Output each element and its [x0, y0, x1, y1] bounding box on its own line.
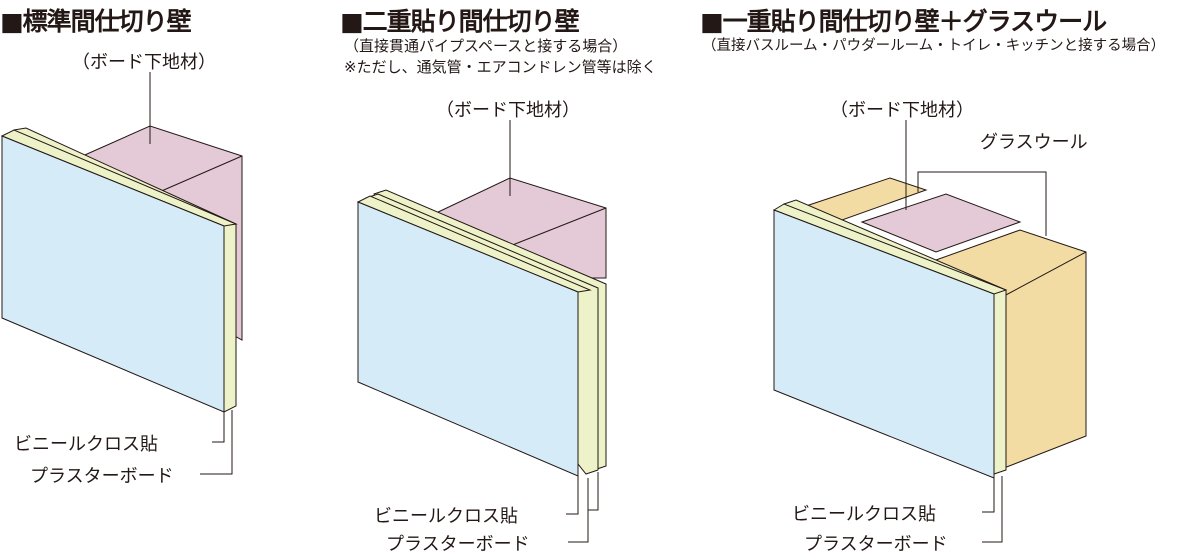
panel-standard-partition: ■標準間仕切り壁 （ボード下地材） ビニールクロス貼 プラスターボード [0, 0, 340, 553]
panel-title: ■標準間仕切り壁 [0, 7, 192, 36]
leader-plaster-2 [588, 472, 599, 511]
label-plaster: プラスターボード [804, 534, 948, 555]
panel-title: ■二重貼り間仕切り壁 [340, 7, 580, 36]
leader-vinyl [982, 478, 995, 513]
label-stud: （ボード下地材） [436, 100, 580, 121]
label-stud: （ボード下地材） [830, 100, 974, 121]
label-vinyl: ビニールクロス貼 [792, 504, 936, 525]
label-plaster: プラスターボード [30, 466, 174, 487]
panel-double-board-partition: ■二重貼り間仕切り壁 （直接貫通パイプスペースと接する場合） ※ただし、通気管・… [340, 0, 700, 555]
diagram-standard-partition [0, 72, 243, 475]
label-plaster: プラスターボード [386, 534, 530, 555]
leader-plaster [982, 476, 1003, 543]
label-stud: （ボード下地材） [72, 52, 216, 73]
note-1: （直接バスルーム・パウダールーム・トイレ・キッチンと接する場合） [702, 38, 1166, 54]
stud-block-edge [509, 207, 607, 247]
panel-single-board-glasswool-partition: ■一重貼り間仕切り壁＋グラスウール （直接バスルーム・パウダールーム・トイレ・キ… [700, 0, 1200, 555]
stud-block-edge [149, 155, 243, 197]
note-2: ※ただし、通気管・エアコンドレン管等は除く [344, 58, 657, 76]
leader-vinyl [566, 476, 579, 515]
label-vinyl: ビニールクロス貼 [14, 434, 158, 455]
leader-vinyl [212, 412, 225, 443]
label-vinyl: ビニールクロス貼 [374, 506, 518, 527]
panel-title: ■一重貼り間仕切り壁＋グラスウール [700, 7, 1107, 36]
note-1: （直接貫通パイプスペースと接する場合） [344, 37, 628, 55]
leader-plaster [200, 410, 233, 475]
glasswool-block-edge [1003, 251, 1087, 297]
diagram-single-board-glasswool [772, 120, 1087, 543]
leader-glasswool [917, 171, 1047, 236]
leader-plaster [568, 478, 589, 543]
label-glasswool: グラスウール [980, 132, 1088, 153]
diagram-double-board-partition [356, 120, 607, 543]
stud-block [860, 193, 1022, 253]
